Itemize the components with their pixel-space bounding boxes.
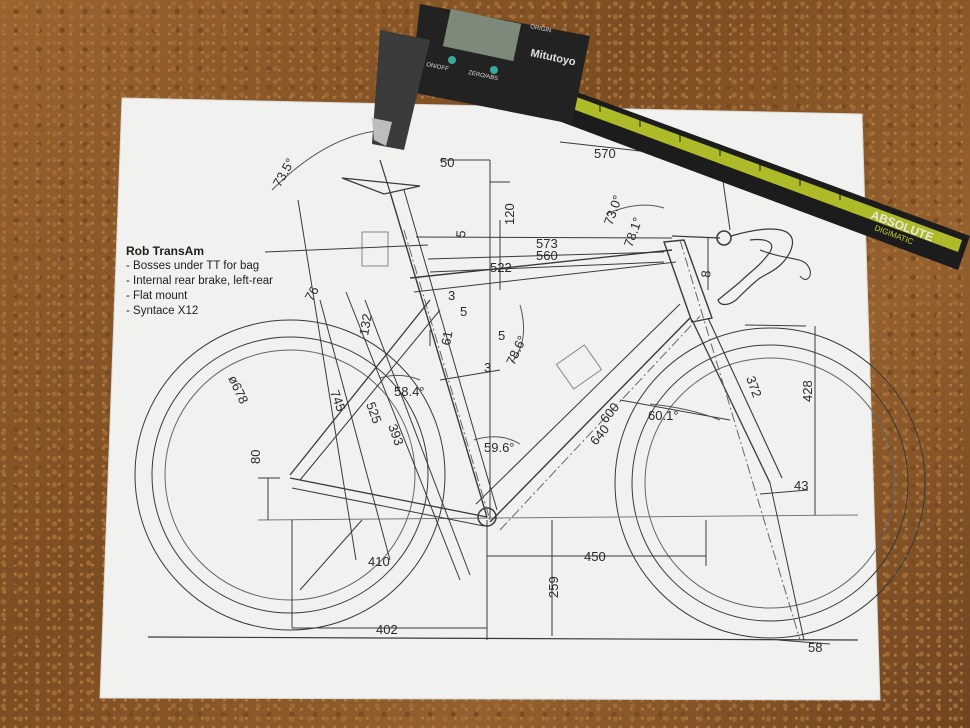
down-tube [489, 317, 691, 523]
dim-front-450: 450 [584, 549, 606, 564]
chainstay [289, 477, 488, 518]
dim-fork-428: 428 [800, 380, 815, 402]
dim-3b: 3 [484, 360, 491, 375]
front-wheel-outer [614, 327, 926, 639]
dim-offset-43: 43 [794, 478, 808, 493]
rear-wheel-outer [134, 319, 446, 631]
dim-fork-372: 372 [743, 374, 765, 400]
caliper-jaw [372, 30, 430, 150]
top-tube [409, 249, 673, 279]
dim-tt-522: 522 [490, 260, 512, 275]
dim-angle-596: 59.6° [484, 440, 515, 455]
design-notes: Rob TransAm - Bosses under TT for bag - … [126, 244, 306, 319]
dim-trail-58: 58 [808, 640, 822, 655]
saddle [341, 177, 421, 195]
seatstay [289, 299, 431, 476]
caliper-display [442, 8, 522, 62]
dim-angle-601: 60.1° [648, 408, 679, 423]
rear-wheel-inner [151, 336, 429, 614]
caliper-btn-onoff: ON/OFF [426, 62, 450, 73]
dim-61: 61 [438, 330, 455, 347]
dim-132: 132 [356, 313, 375, 337]
dim-bb-80: 80 [248, 450, 263, 464]
notes-item: - Internal rear brake, left-rear [126, 275, 274, 287]
notes-item: - Bosses under TT for bag [126, 260, 260, 272]
dim-cs-410: 410 [368, 554, 390, 569]
caliper-btn-origin: ORIGIN [530, 24, 552, 34]
digital-caliper: ABSOLUTE DIGIMATIC Mitutoyo ON/OFF ZERO/… [372, 4, 970, 270]
notes-item: - Syntace X12 [126, 305, 199, 317]
fork [691, 319, 771, 484]
dim-stack-5: 5 [453, 230, 469, 239]
dim-saddle-drop: 120 [502, 203, 517, 225]
head-tube [663, 239, 713, 323]
dim-st-393: 393 [385, 422, 407, 448]
notes-item: - Flat mount [126, 290, 188, 302]
dim-tt-573: 573 [536, 236, 558, 251]
notes-title: Rob TransAm [126, 244, 205, 258]
dim-rear-402: 402 [376, 622, 398, 637]
dim-stem-8: 8 [698, 270, 714, 279]
dim-seat-76: 76 [302, 283, 322, 303]
dim-reach-bar: 570 [594, 146, 616, 161]
dim-5b: 5 [498, 328, 505, 343]
drop-bar [717, 228, 794, 306]
dim-st-745: 745 [327, 388, 349, 414]
dim-bb-259: 259 [546, 576, 561, 598]
dim-3a: 3 [448, 288, 455, 303]
dim-5a: 5 [460, 304, 467, 319]
front-wheel-inner [631, 344, 909, 622]
dim-tt-560: 560 [536, 248, 558, 263]
dim-saddle-setback: 50 [440, 155, 454, 170]
dim-st-525: 525 [363, 400, 385, 426]
handlebar-clamp [716, 230, 732, 246]
dim-angle-584: 58.4° [394, 384, 425, 399]
